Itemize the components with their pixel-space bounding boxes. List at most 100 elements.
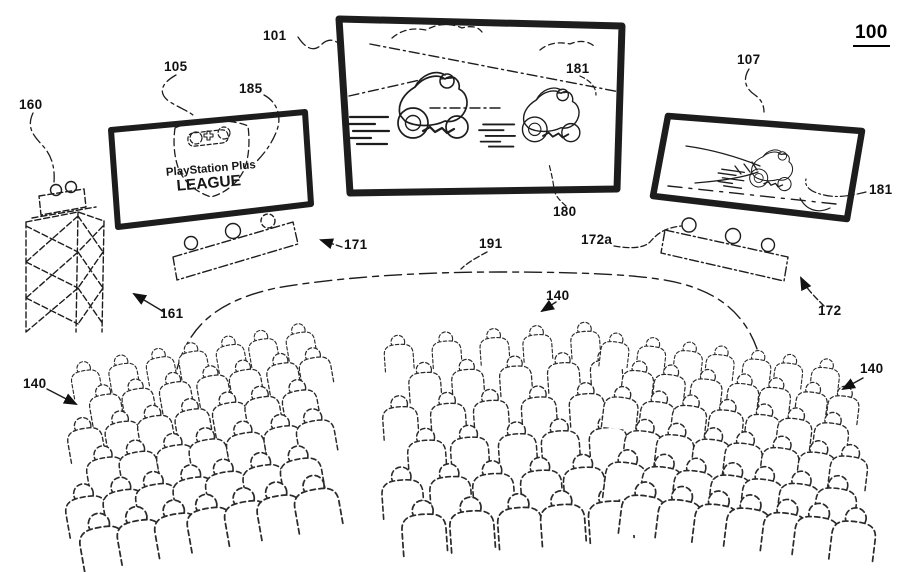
track-line — [667, 185, 837, 205]
audience-person — [471, 459, 517, 514]
audience-person — [451, 358, 486, 401]
audience-person — [295, 408, 339, 460]
audience-person — [248, 329, 281, 369]
ref-label-107-right-screen: 107 — [737, 52, 761, 67]
camera-sensor-bar-right — [660, 217, 789, 282]
arrow-161 — [132, 292, 165, 313]
audience-person — [654, 485, 703, 544]
cloud-icon — [539, 40, 595, 51]
audience-person — [499, 355, 534, 398]
leader-181-center — [579, 75, 597, 96]
arrow-140-left — [46, 388, 78, 405]
badge-line2: LEAGUE — [176, 172, 242, 195]
ref-label-140-audience-right: 140 — [860, 361, 884, 376]
sensor-lens-icon — [224, 222, 242, 240]
ref-label-180-rider: 180 — [553, 204, 577, 219]
audience-person — [570, 321, 602, 360]
audience-person — [479, 328, 511, 366]
audience-person — [472, 388, 511, 435]
audience-section-center — [381, 321, 636, 558]
sensor-lens-icon — [681, 217, 697, 233]
audience-person — [298, 347, 335, 390]
tower-camera-lens-icon — [64, 180, 78, 194]
ref-label-171-sensor-left: 171 — [344, 237, 368, 252]
arrow-140-right — [841, 377, 864, 391]
broadcast-tower — [25, 180, 105, 333]
audience-person — [401, 499, 449, 558]
audience-person — [431, 331, 463, 370]
audience-person — [408, 361, 443, 404]
ref-label-172-sensor-right: 172 — [818, 303, 842, 318]
arrow-172 — [800, 276, 825, 307]
ref-label-172a-sensor-lens: 172a — [581, 232, 613, 247]
ref-label-140-audience-center: 140 — [546, 288, 570, 303]
audience-person — [827, 506, 877, 566]
audience-person — [540, 418, 582, 468]
ref-label-105-left-screen: 105 — [164, 59, 188, 74]
audience-person — [546, 352, 582, 394]
ref-label-191-stage-line: 191 — [479, 236, 503, 251]
leader-191 — [460, 251, 488, 270]
sensor-lens-icon — [724, 227, 742, 245]
audience-person — [568, 382, 607, 428]
sensor-lens-icon — [183, 235, 199, 251]
audience-person — [598, 332, 630, 370]
audience-person — [70, 361, 104, 400]
audience-person — [539, 489, 588, 548]
tower-camera-lens-icon — [49, 183, 63, 197]
league-badge: PlayStation Plus LEAGUE — [166, 120, 256, 198]
ref-label-181-right-rider: 181 — [869, 182, 893, 197]
audience-person — [78, 512, 130, 572]
audience-person — [383, 334, 415, 373]
center-screen — [335, 15, 626, 197]
ref-label-140-audience-left: 140 — [23, 376, 47, 391]
audience-person — [186, 493, 237, 554]
audience-person — [520, 385, 559, 432]
leader-105 — [161, 74, 195, 117]
audience-person — [293, 474, 345, 535]
audience-person — [406, 427, 448, 478]
track-line — [348, 43, 621, 109]
arrow-171 — [319, 238, 343, 250]
audience-person — [116, 505, 167, 567]
ref-label-100-figure-number: 100 — [853, 22, 890, 47]
audience-person — [791, 502, 840, 561]
audience-person — [88, 384, 125, 427]
audience-crowds — [64, 321, 877, 572]
leader-107 — [744, 68, 765, 113]
leader-lines — [29, 36, 867, 405]
audience-person — [600, 385, 639, 432]
ref-label-185-badge: 185 — [239, 81, 263, 96]
ref-label-160-tower: 160 — [19, 97, 43, 112]
gamepad-icon — [187, 126, 231, 147]
audience-person — [497, 421, 539, 471]
leader-172a — [613, 225, 682, 249]
stage-boundary-curve — [176, 271, 761, 370]
audience-person — [496, 492, 545, 551]
ref-label-181-center-rider: 181 — [566, 61, 590, 76]
audience-person — [671, 341, 703, 379]
arrow-140-center — [540, 299, 557, 313]
leader-101 — [297, 36, 339, 50]
sensor-lens-icon — [760, 237, 776, 253]
rider-leader-curl — [799, 197, 831, 212]
audience-person — [522, 325, 554, 363]
audience-person — [429, 391, 468, 438]
leader-185 — [255, 94, 280, 163]
audience-person — [256, 481, 307, 542]
ref-label-101-center-screen: 101 — [263, 28, 287, 43]
leader-181-right — [805, 178, 867, 198]
motorcycle-rider-icon — [478, 87, 581, 148]
ref-label-161-tower-arrow: 161 — [160, 306, 184, 321]
audience-person — [178, 342, 211, 381]
audience-person — [449, 424, 491, 475]
audience-person — [382, 395, 420, 441]
audience-person — [562, 453, 607, 508]
camera-sensor-bar-left — [172, 213, 299, 281]
audience-section-right — [598, 332, 877, 566]
audience-section-left — [64, 323, 345, 572]
right-screen — [649, 112, 866, 223]
audience-person — [449, 496, 497, 554]
